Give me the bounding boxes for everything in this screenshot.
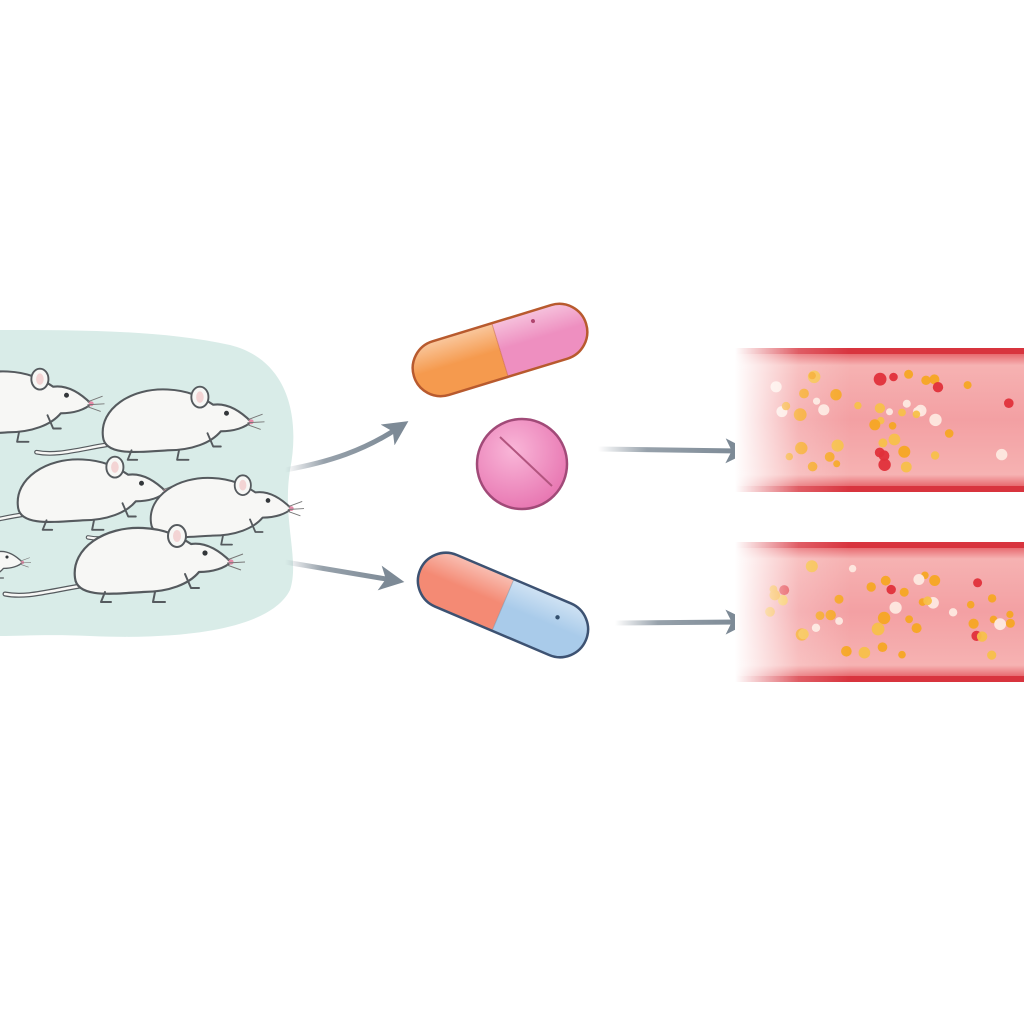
- blood-vessel-icon: [735, 344, 1024, 496]
- tablet-icon: [475, 417, 569, 511]
- arrow-icon: [595, 438, 751, 464]
- capsule-icon: [409, 544, 597, 666]
- arrow-icon: [282, 559, 405, 591]
- arrow-icon: [612, 609, 751, 635]
- capsule-icon: [405, 296, 595, 404]
- rat-group: [0, 330, 304, 637]
- arrow-icon: [282, 421, 409, 473]
- blood-vessel-icon: [735, 538, 1024, 686]
